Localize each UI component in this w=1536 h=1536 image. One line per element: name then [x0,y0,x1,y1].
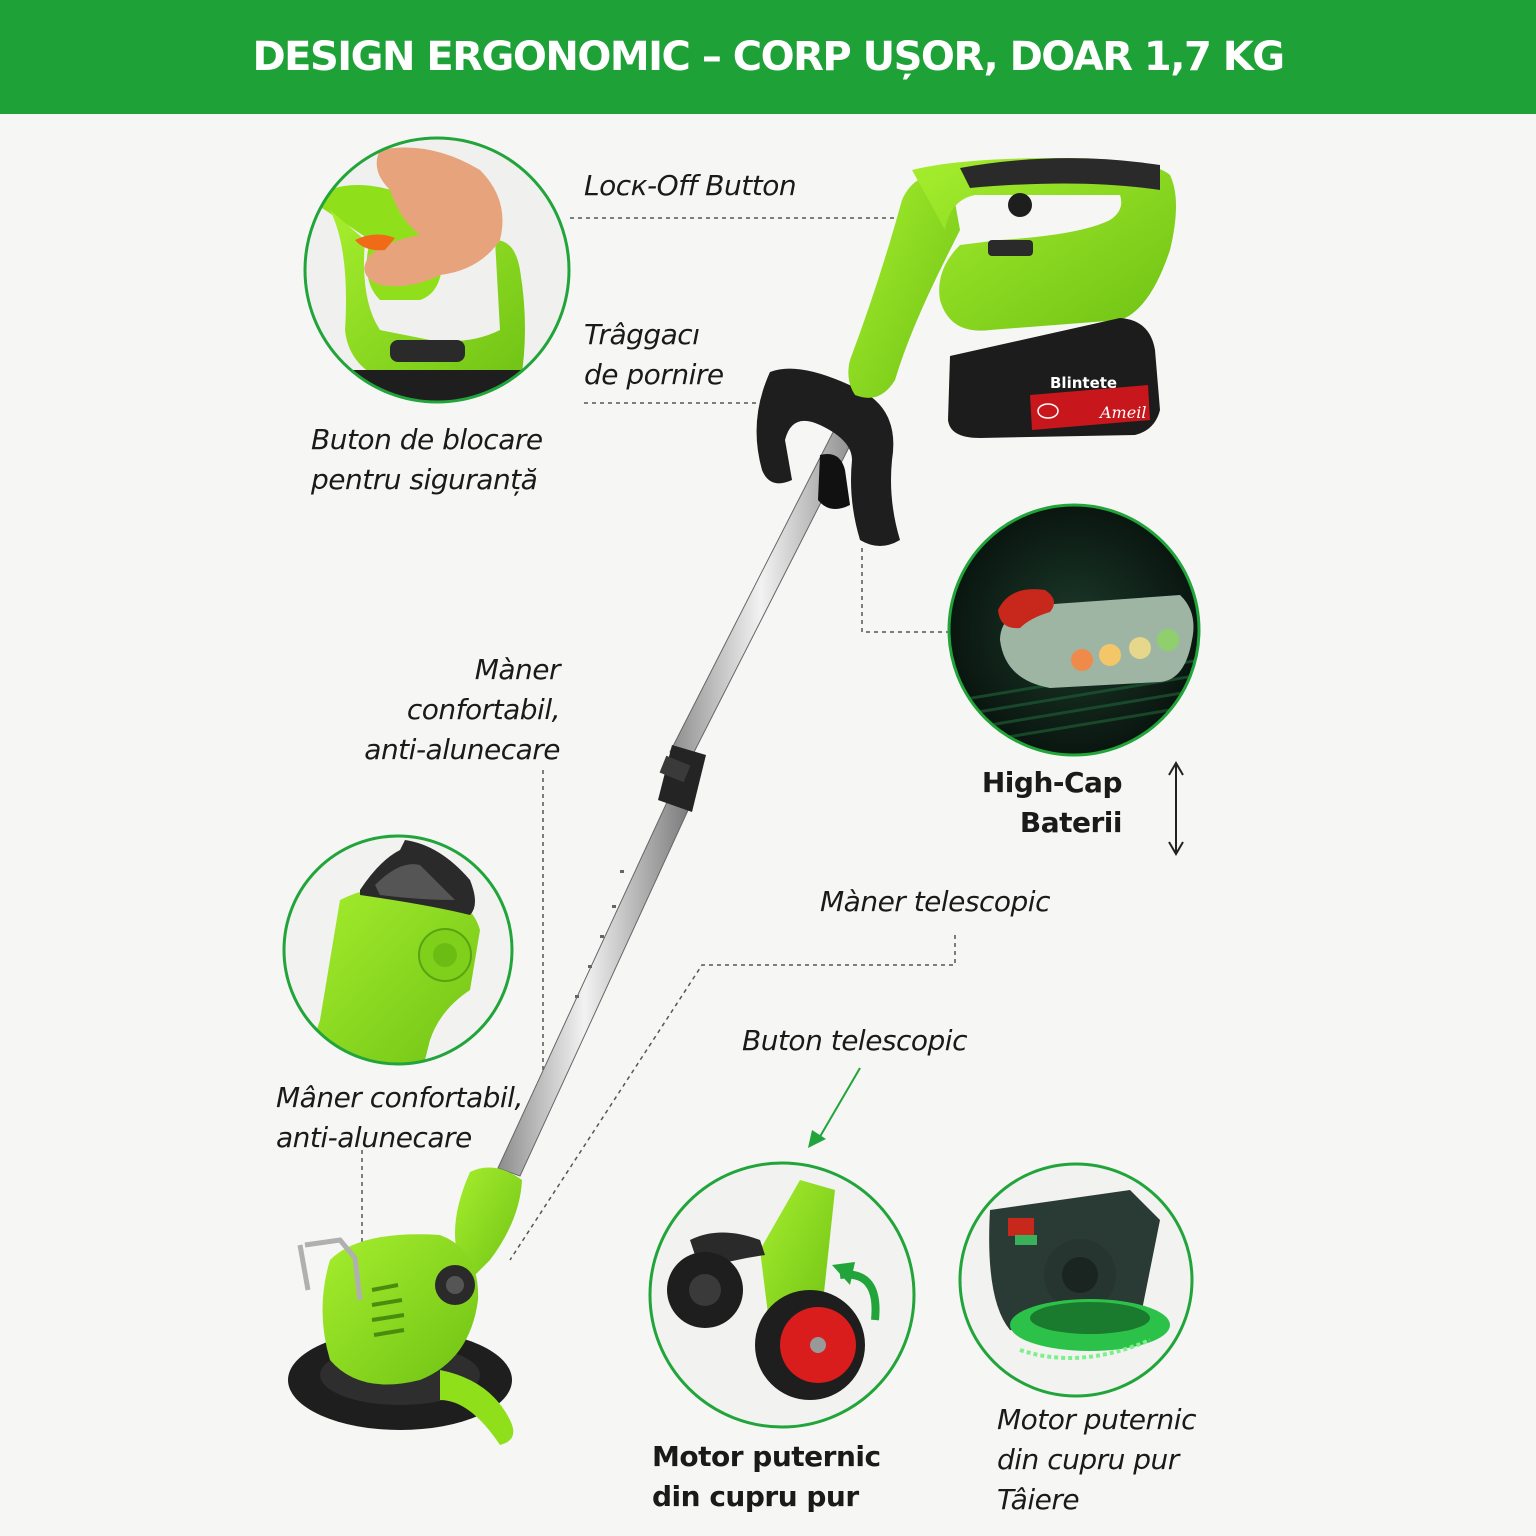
label-motor-right-line-2: din cupru pur [997,1443,1179,1476]
label-motor-center-line-1: Motor puternic [652,1440,881,1473]
label-comfort-right-line-3: anti-alunecare [364,733,560,766]
leader-telescopic [509,935,956,1261]
detail-circle-battery [949,505,1199,755]
label-trigger-line-1: Trâggacı [584,318,700,351]
label-comfort-right-line-1: Màner [474,653,561,686]
label-safety-lock: Buton de blocare pentru siguranță [311,420,543,500]
label-comfort-left-line-1: Mâner confortabil, [276,1081,523,1114]
label-lock-off: Locк-Off Button [584,166,797,206]
label-comfort-left-line-2: anti-alunecare [276,1121,472,1154]
label-motor-right-line-3: Tâiere [997,1483,1080,1516]
circle-border-4 [648,1161,916,1429]
label-motor-right-line-1: Motor puternic [997,1403,1196,1436]
trimmer-body: Blintete Ameil [848,158,1176,438]
label-telescopic-button-text: Buton telescopic [742,1024,967,1057]
label-telescopic-handle-text: Màner telescopic [820,885,1050,918]
leader-battery [861,548,948,633]
circle-border-2 [947,503,1201,757]
label-telescopic-handle: Màner telescopic [820,882,1050,922]
label-safety-lock-line-1: Buton de blocare [311,423,543,456]
label-motor-center: Motor puternic din cupru pur [652,1437,881,1517]
detail-circle-motor [960,1164,1192,1396]
banner-title: DESIGN ERGONOMIC – CORP UȘOR, DOAR 1,7 K… [252,34,1285,80]
front-handle [756,368,900,546]
arrow-down-left-icon [808,1067,861,1148]
header-banner: DESIGN ERGONOMIC – CORP UȘOR, DOAR 1,7 K… [0,0,1536,114]
label-telescopic-button: Buton telescopic [742,1021,967,1061]
detail-circle-lock-off [305,138,569,402]
battery-model: Ameil [1098,403,1146,422]
battery-pack: Blintete Ameil [948,318,1160,438]
battery-brand: Blintete [1050,374,1117,392]
label-battery: High-Cap Baterii [960,763,1123,843]
label-trigger: Trâggacı de pornire [584,315,724,395]
label-motor-right: Motor puternic din cupru pur Tâiere [997,1400,1196,1520]
circle-border-5 [958,1162,1194,1398]
label-trigger-line-2: de pornire [584,358,724,391]
circle-border-3 [282,834,514,1066]
double-arrow-vertical-icon [1168,761,1184,856]
label-comfort-right-line-2: confortabil, [406,693,561,726]
detail-circle-wheels [650,1163,914,1427]
label-battery-line-1: High-Cap [981,766,1123,799]
label-battery-line-2: Baterii [1019,806,1123,839]
label-motor-center-line-2: din cupru pur [652,1480,859,1513]
label-comfort-handle-left: Mâner confortabil, anti-alunecare [276,1078,523,1158]
label-lock-off-text: Locк-Off Button [584,169,797,202]
detail-circle-handle [284,836,512,1064]
trimmer-head [288,1167,522,1445]
circle-border-1 [303,136,571,404]
label-comfort-handle-right: Màner confortabil, anti-alunecare [330,650,560,770]
label-safety-lock-line-2: pentru siguranță [311,463,538,496]
